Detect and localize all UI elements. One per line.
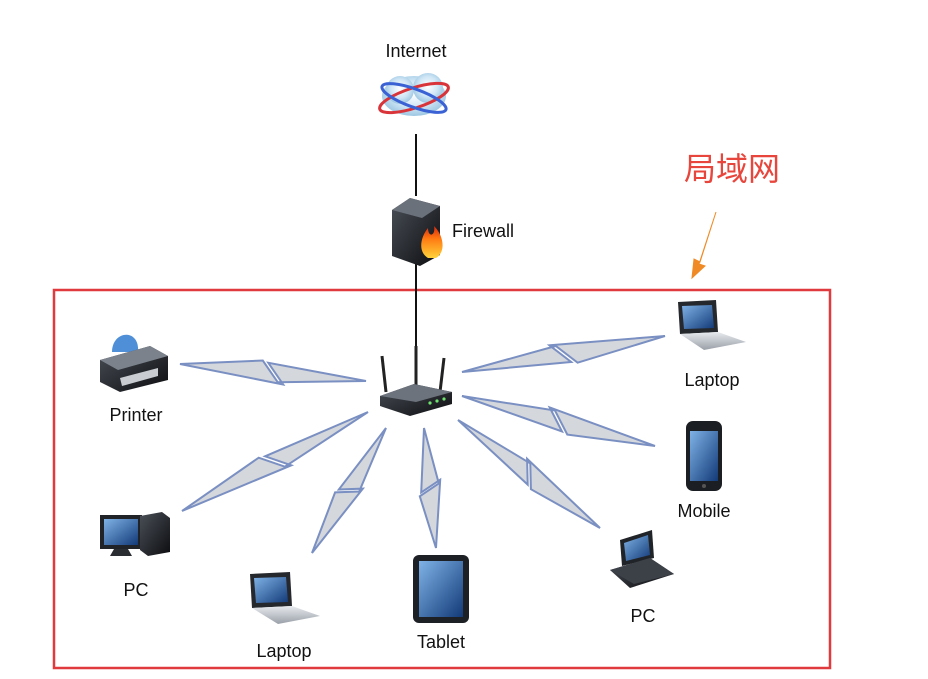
internet-label: Internet — [385, 41, 446, 61]
wireless-link-laptop-right — [461, 335, 666, 373]
firewall-node: Firewall — [392, 198, 514, 266]
cloud-globe-icon — [378, 73, 450, 116]
pc-right-node: PC — [610, 530, 674, 626]
laptop-icon — [678, 300, 746, 350]
printer-icon — [100, 334, 168, 392]
annotation-arrow — [691, 211, 717, 280]
tablet-node: Tablet — [413, 555, 469, 652]
wireless-link-tablet — [418, 427, 442, 549]
internet-node: Internet — [378, 41, 450, 116]
wireless-link-pc-right — [457, 419, 601, 529]
wireless-router-icon — [380, 346, 452, 416]
printer-node: Printer — [100, 334, 168, 425]
pc-left-label: PC — [123, 580, 148, 600]
firewall-label: Firewall — [452, 221, 514, 241]
printer-label: Printer — [109, 405, 162, 425]
mobile-phone-icon — [686, 421, 722, 491]
laptop-right-node: Laptop — [678, 300, 746, 390]
lan-annotation-label: 局域网 — [684, 150, 780, 188]
wireless-link-printer — [179, 359, 367, 386]
tablet-label: Tablet — [417, 632, 465, 652]
laptop-bottom-label: Laptop — [256, 641, 311, 661]
desktop-pc-icon — [100, 512, 170, 556]
mobile-node: Mobile — [677, 421, 731, 521]
mobile-label: Mobile — [677, 501, 730, 521]
wireless-link-pc-left — [181, 411, 369, 512]
laptop-icon — [250, 572, 320, 624]
desktop-pc-icon — [610, 530, 674, 588]
wireless-links — [179, 335, 666, 554]
lan-boundary — [52, 288, 832, 670]
pc-right-label: PC — [630, 606, 655, 626]
wireless-link-laptop-bottom — [311, 427, 387, 554]
wireless-link-mobile — [461, 395, 656, 447]
pc-left-node: PC — [100, 512, 170, 600]
tablet-icon — [413, 555, 469, 623]
firewall-icon — [392, 198, 443, 266]
router-node — [380, 346, 452, 416]
laptop-bottom-node: Laptop — [250, 572, 320, 661]
laptop-right-label: Laptop — [684, 370, 739, 390]
